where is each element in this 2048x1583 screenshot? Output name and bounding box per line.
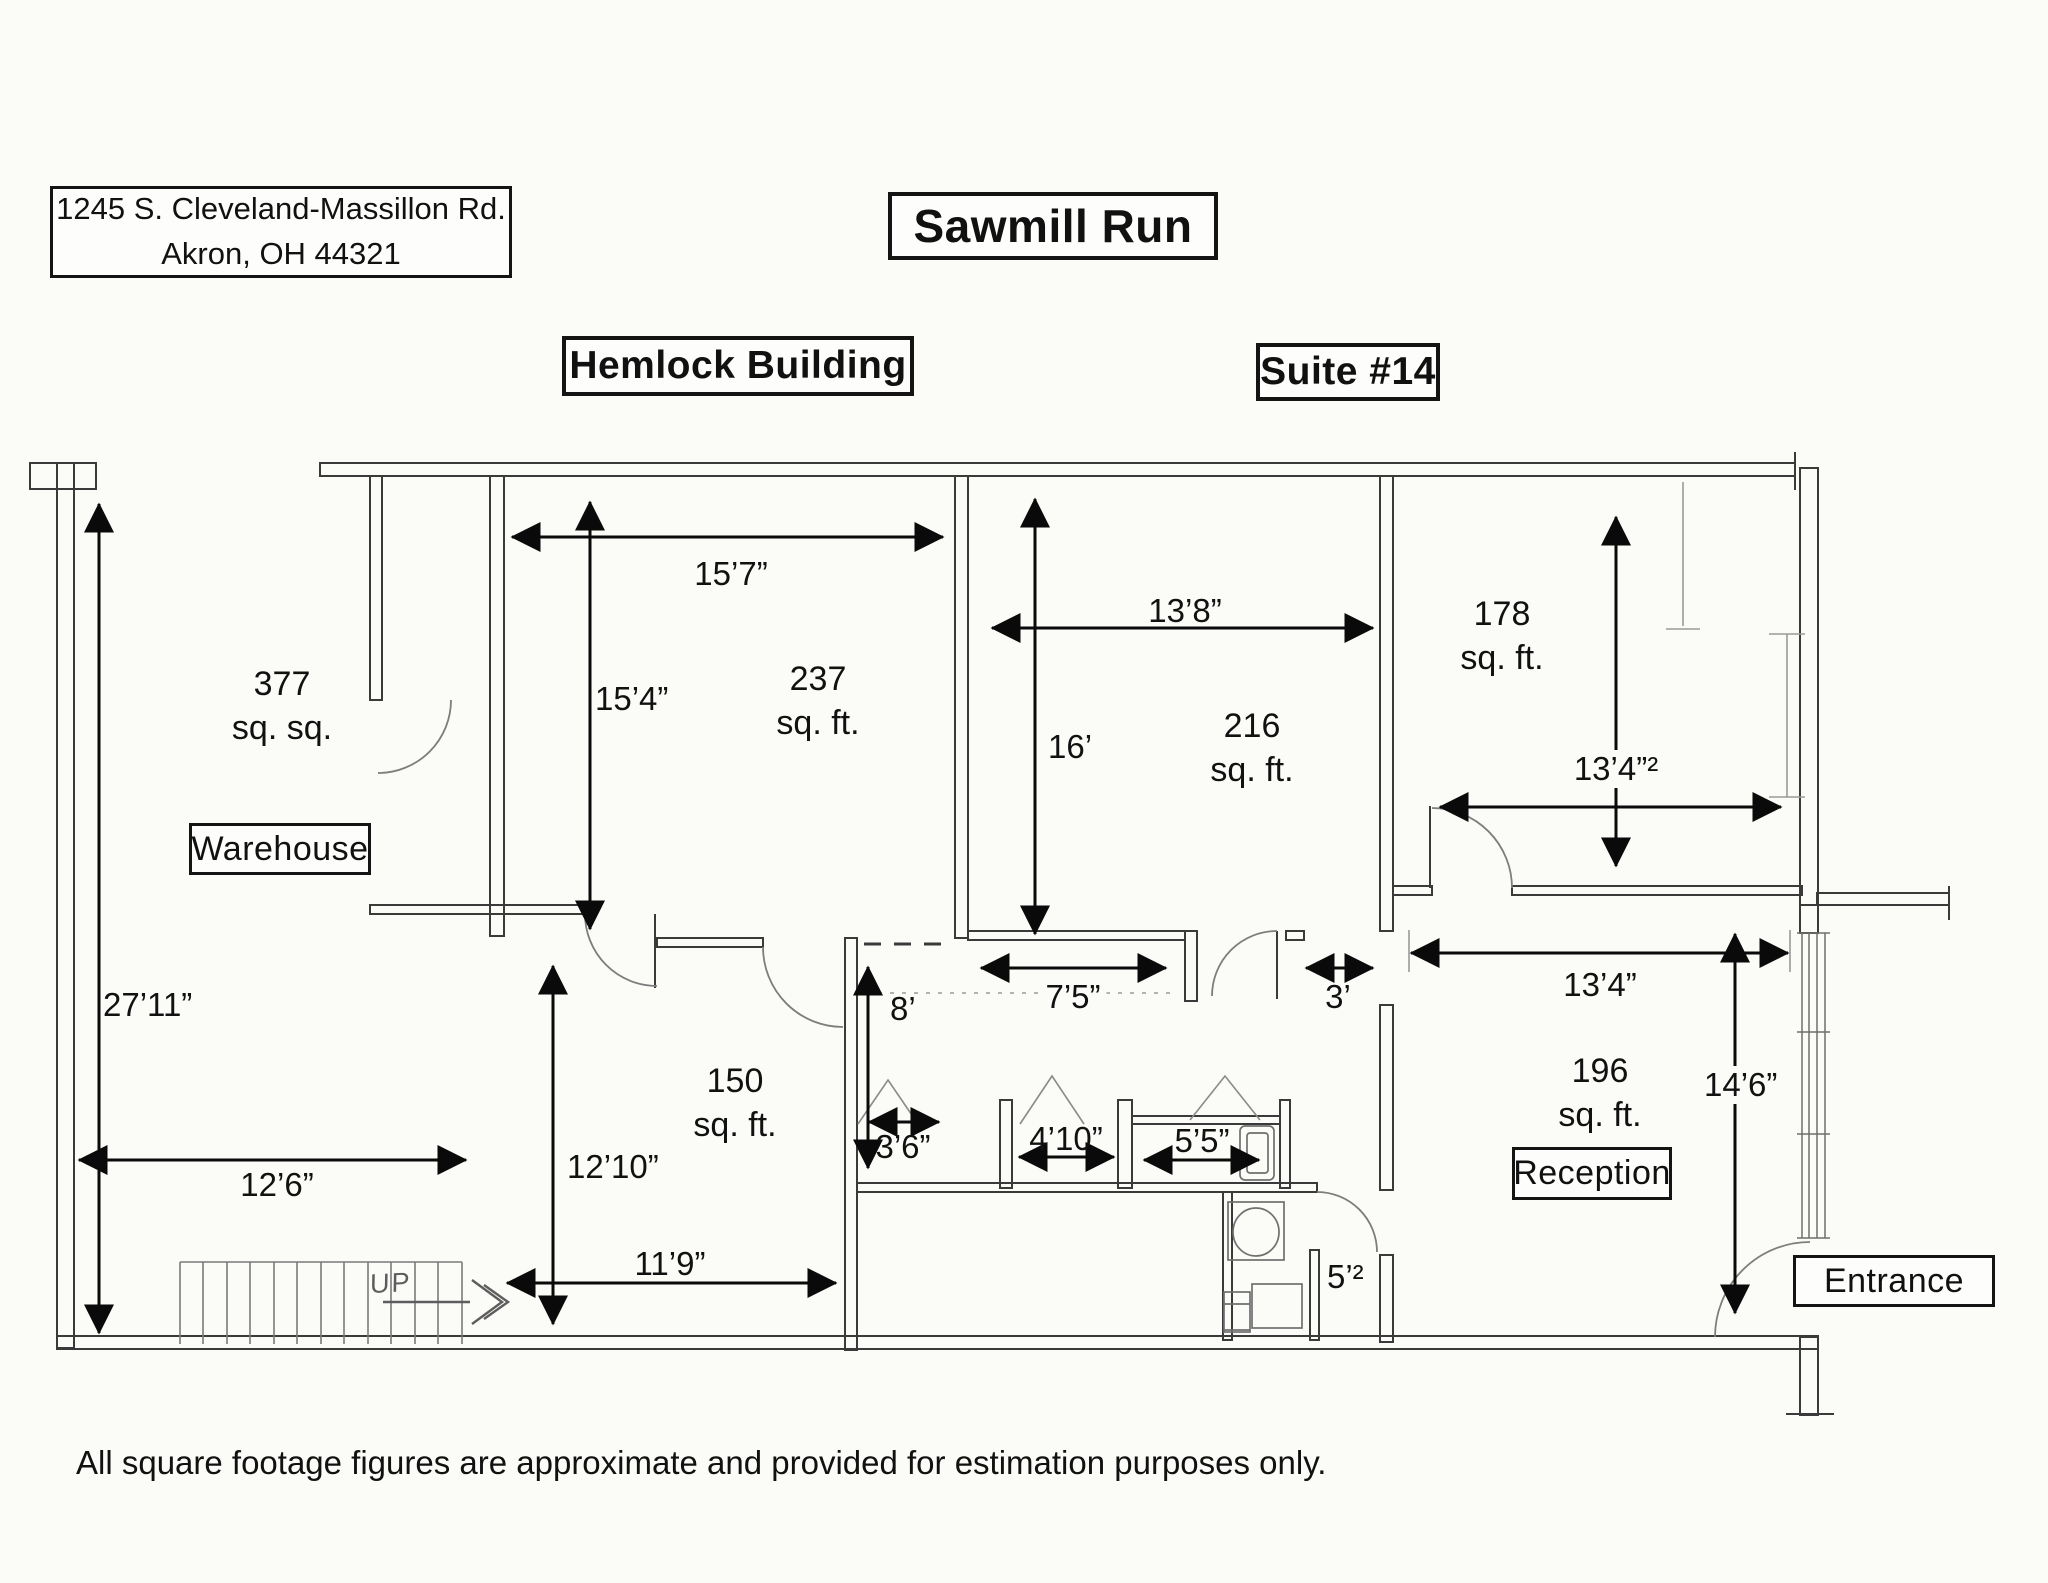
area-216: 216 sq. ft.	[1210, 705, 1293, 792]
area-150: 150 sq. ft.	[693, 1060, 776, 1147]
page-title: Sawmill Run	[888, 192, 1218, 260]
exterior-walls	[29, 452, 1950, 1416]
dim-label-14-6: 14’6”	[1698, 1066, 1784, 1104]
wall-150-top-east	[656, 937, 764, 948]
address-line1: 1245 S. Cleveland-Massillon Rd.	[56, 191, 506, 227]
dim-label-12-6: 12’6”	[240, 1166, 314, 1203]
wall-216-right	[1379, 475, 1394, 932]
wall-corridor-bottom	[856, 1182, 1318, 1193]
wall-left	[56, 462, 75, 1349]
wall-150-top-west	[369, 904, 586, 915]
window-symbol	[1797, 932, 1830, 1239]
building-name: Hemlock Building	[562, 336, 914, 396]
wall-hall-jamb-west	[1184, 930, 1198, 1002]
area-237-unit: sq. ft.	[776, 703, 860, 742]
area-196-value: 196	[1571, 1052, 1629, 1090]
wall-closet-jamb-1	[999, 1099, 1013, 1189]
wall-hall-stub	[1285, 930, 1305, 941]
wall-216-bottom	[967, 930, 1186, 941]
wall-right-upper	[1799, 467, 1819, 906]
wall-178-bottom-west	[1392, 885, 1433, 896]
wall-top-left-stub	[29, 462, 97, 490]
dim-label-16: 16’	[1048, 728, 1093, 765]
door-arc-150-east	[762, 946, 844, 1028]
interior-walls	[369, 475, 1803, 1351]
entrance-label: Entrance	[1793, 1255, 1995, 1307]
door-arc-178	[1431, 807, 1513, 889]
wall-237-left	[489, 475, 505, 937]
wall-bath-right	[1309, 1249, 1320, 1341]
dim-label-12-10: 12’10”	[567, 1148, 659, 1185]
area-150-value: 150	[706, 1062, 764, 1100]
wall-237-216-divider	[954, 475, 969, 939]
toilet-icon	[1227, 1201, 1285, 1261]
dim-label-15-4: 15’4”	[595, 680, 669, 717]
dim-label-5-sq: 5’²	[1327, 1258, 1364, 1295]
dimension-arrows	[77, 497, 1790, 1335]
wall-entry-canopy	[1816, 892, 1950, 906]
bifold-sketch-2	[1019, 1074, 1085, 1125]
dim-label-8: 8’	[890, 990, 916, 1027]
wall-reception-left-mid	[1379, 1004, 1394, 1191]
dim-label-15-7: 15’7”	[694, 555, 768, 592]
dim-label-13-4: 13’4”	[1563, 966, 1637, 1003]
door-arc-warehouse	[377, 699, 452, 774]
dim-label-4-10: 4’10”	[1029, 1120, 1103, 1157]
wall-warehouse-upper-right	[369, 475, 383, 701]
dim-label-27-11: 27’11”	[103, 986, 193, 1023]
door-arc-water-closet	[1316, 1191, 1378, 1253]
area-196: 196 sq. ft.	[1558, 1050, 1641, 1137]
area-warehouse-value: 377	[253, 665, 311, 703]
wall-150-right	[844, 937, 858, 1351]
suite-number: Suite #14	[1256, 343, 1440, 401]
wall-bath-left	[1222, 1191, 1233, 1341]
room-label-warehouse: Warehouse	[189, 823, 371, 875]
room-label-reception: Reception	[1512, 1147, 1672, 1200]
dim-label-13-8: 13’8”	[1148, 592, 1222, 629]
area-196-unit: sq. ft.	[1558, 1095, 1642, 1134]
area-178-unit: sq. ft.	[1460, 638, 1544, 677]
stairs-up-arrow	[383, 1279, 511, 1325]
dim-label-3: 3’	[1325, 978, 1351, 1015]
wall-closet-jamb-3	[1279, 1099, 1291, 1189]
address-box: 1245 S. Cleveland-Massillon Rd. Akron, O…	[50, 186, 512, 278]
door-arcs	[377, 699, 1811, 1338]
wall-closet-front	[1131, 1115, 1281, 1125]
area-warehouse-unit: sq. sq.	[231, 708, 333, 747]
area-216-unit: sq. ft.	[1210, 750, 1294, 789]
disclaimer-text: All square footage figures are approxima…	[76, 1444, 1327, 1481]
area-178-value: 178	[1473, 595, 1531, 633]
sink-icon	[1223, 1283, 1303, 1333]
area-216-value: 216	[1223, 707, 1281, 745]
area-237: 237 sq. ft.	[776, 658, 859, 745]
wall-reception-left-low	[1379, 1254, 1394, 1343]
door-arc-150-west	[584, 913, 658, 987]
address-line2: Akron, OH 44321	[161, 236, 401, 271]
dim-label-3-6: 3’6”	[875, 1128, 931, 1165]
bifold-sketch-3	[1189, 1074, 1261, 1121]
stairs-up-note: UP	[369, 1266, 412, 1300]
door-arc-hall	[1211, 930, 1278, 997]
area-178: 178 sq. ft.	[1460, 593, 1543, 680]
dim-label-7-5: 7’5”	[1039, 978, 1107, 1016]
dim-label-5-5: 5’5”	[1174, 1122, 1230, 1159]
dim-label-11-9: 11’9”	[634, 1245, 706, 1282]
dim-label-13-4-sq: 13’4”²	[1567, 750, 1665, 788]
wall-top-main	[319, 462, 1796, 477]
area-warehouse: 377 sq. sq.	[232, 663, 332, 750]
area-150-unit: sq. ft.	[693, 1105, 777, 1144]
wall-closet-jamb-2	[1117, 1099, 1133, 1189]
wall-right-mid	[1799, 904, 1819, 934]
extension-lines	[866, 482, 1805, 994]
wall-178-bottom-east	[1511, 885, 1803, 896]
water-heater-icon	[1239, 1125, 1275, 1181]
area-237-value: 237	[789, 660, 847, 698]
